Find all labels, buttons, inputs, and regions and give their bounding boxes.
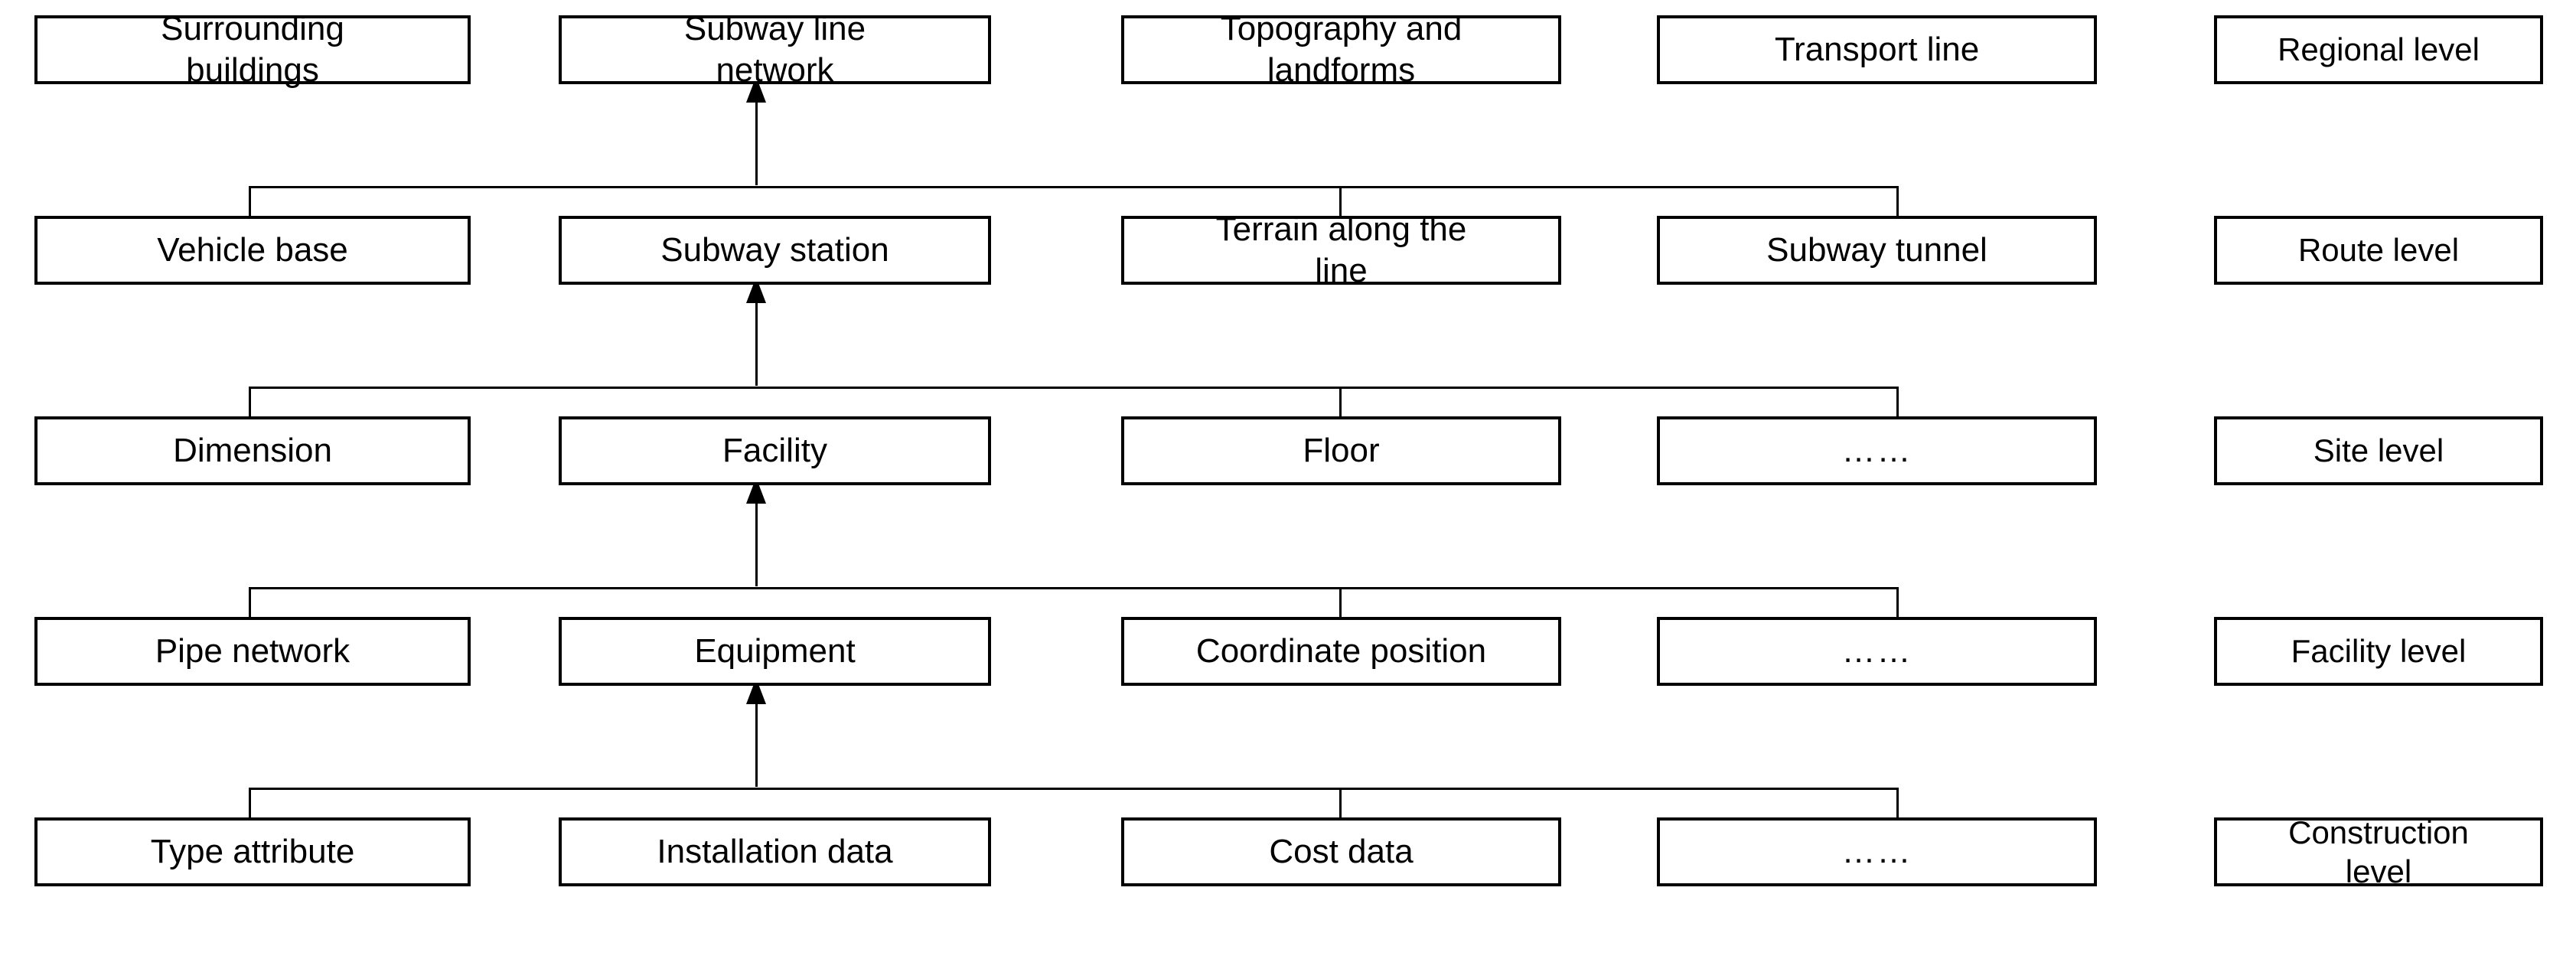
connector-drop-route-c3: [1339, 387, 1342, 432]
node-equipment[interactable]: Equipment: [559, 617, 991, 686]
level-label-regional: Regional level: [2214, 15, 2543, 84]
node-cost-data[interactable]: Cost data: [1121, 817, 1561, 886]
node-surrounding-buildings[interactable]: Surrounding buildings: [34, 10, 471, 89]
level-label-site: Site level: [2214, 416, 2543, 485]
node-subway-station[interactable]: Subway station: [559, 216, 991, 285]
connector-hbar-site: [249, 587, 1899, 589]
level-label-construction: Construction level: [2214, 814, 2543, 889]
node-dimension[interactable]: Dimension: [34, 416, 471, 485]
node-installation-data[interactable]: Installation data: [559, 817, 991, 886]
connector-drop-site-c1: [249, 587, 251, 632]
node-subway-line-network[interactable]: Subway line network: [559, 10, 991, 89]
level-label-route: Route level: [2214, 216, 2543, 285]
node-facility[interactable]: Facility: [559, 416, 991, 485]
node-pipe-network[interactable]: Pipe network: [34, 617, 471, 686]
node-floor[interactable]: Floor: [1121, 416, 1561, 485]
node-terrain-along-line[interactable]: Terrain along the line: [1121, 210, 1561, 289]
node-site-ellipsis[interactable]: ……: [1657, 416, 2097, 485]
connector-drop-facility-c3: [1339, 788, 1342, 833]
connector-drop-regional-c3: [1339, 186, 1342, 231]
level-label-facility: Facility level: [2214, 617, 2543, 686]
connector-drop-site-c3: [1339, 587, 1342, 632]
connector-drop-route-c1: [249, 387, 251, 432]
node-construction-ellipsis[interactable]: ……: [1657, 817, 2097, 886]
connector-drop-regional-c4: [1896, 186, 1899, 231]
arrow-stem-regional: [755, 100, 758, 185]
node-type-attribute[interactable]: Type attribute: [34, 817, 471, 886]
connector-hbar-facility: [249, 788, 1899, 790]
node-coordinate-position[interactable]: Coordinate position: [1121, 617, 1561, 686]
node-topography-landforms[interactable]: Topography and landforms: [1121, 10, 1561, 89]
connector-drop-site-c4: [1896, 587, 1899, 632]
node-vehicle-base[interactable]: Vehicle base: [34, 216, 471, 285]
arrow-stem-facility: [755, 701, 758, 787]
connector-drop-facility-c4: [1896, 788, 1899, 833]
arrow-stem-site: [755, 501, 758, 586]
connector-drop-regional-c1: [249, 186, 251, 231]
node-facility-ellipsis[interactable]: ……: [1657, 617, 2097, 686]
node-subway-tunnel[interactable]: Subway tunnel: [1657, 216, 2097, 285]
connector-hbar-regional: [249, 186, 1899, 188]
connector-drop-route-c4: [1896, 387, 1899, 432]
connector-hbar-route: [249, 387, 1899, 389]
connector-drop-facility-c1: [249, 788, 251, 833]
arrow-stem-route: [755, 300, 758, 386]
node-transport-line[interactable]: Transport line: [1657, 15, 2097, 84]
